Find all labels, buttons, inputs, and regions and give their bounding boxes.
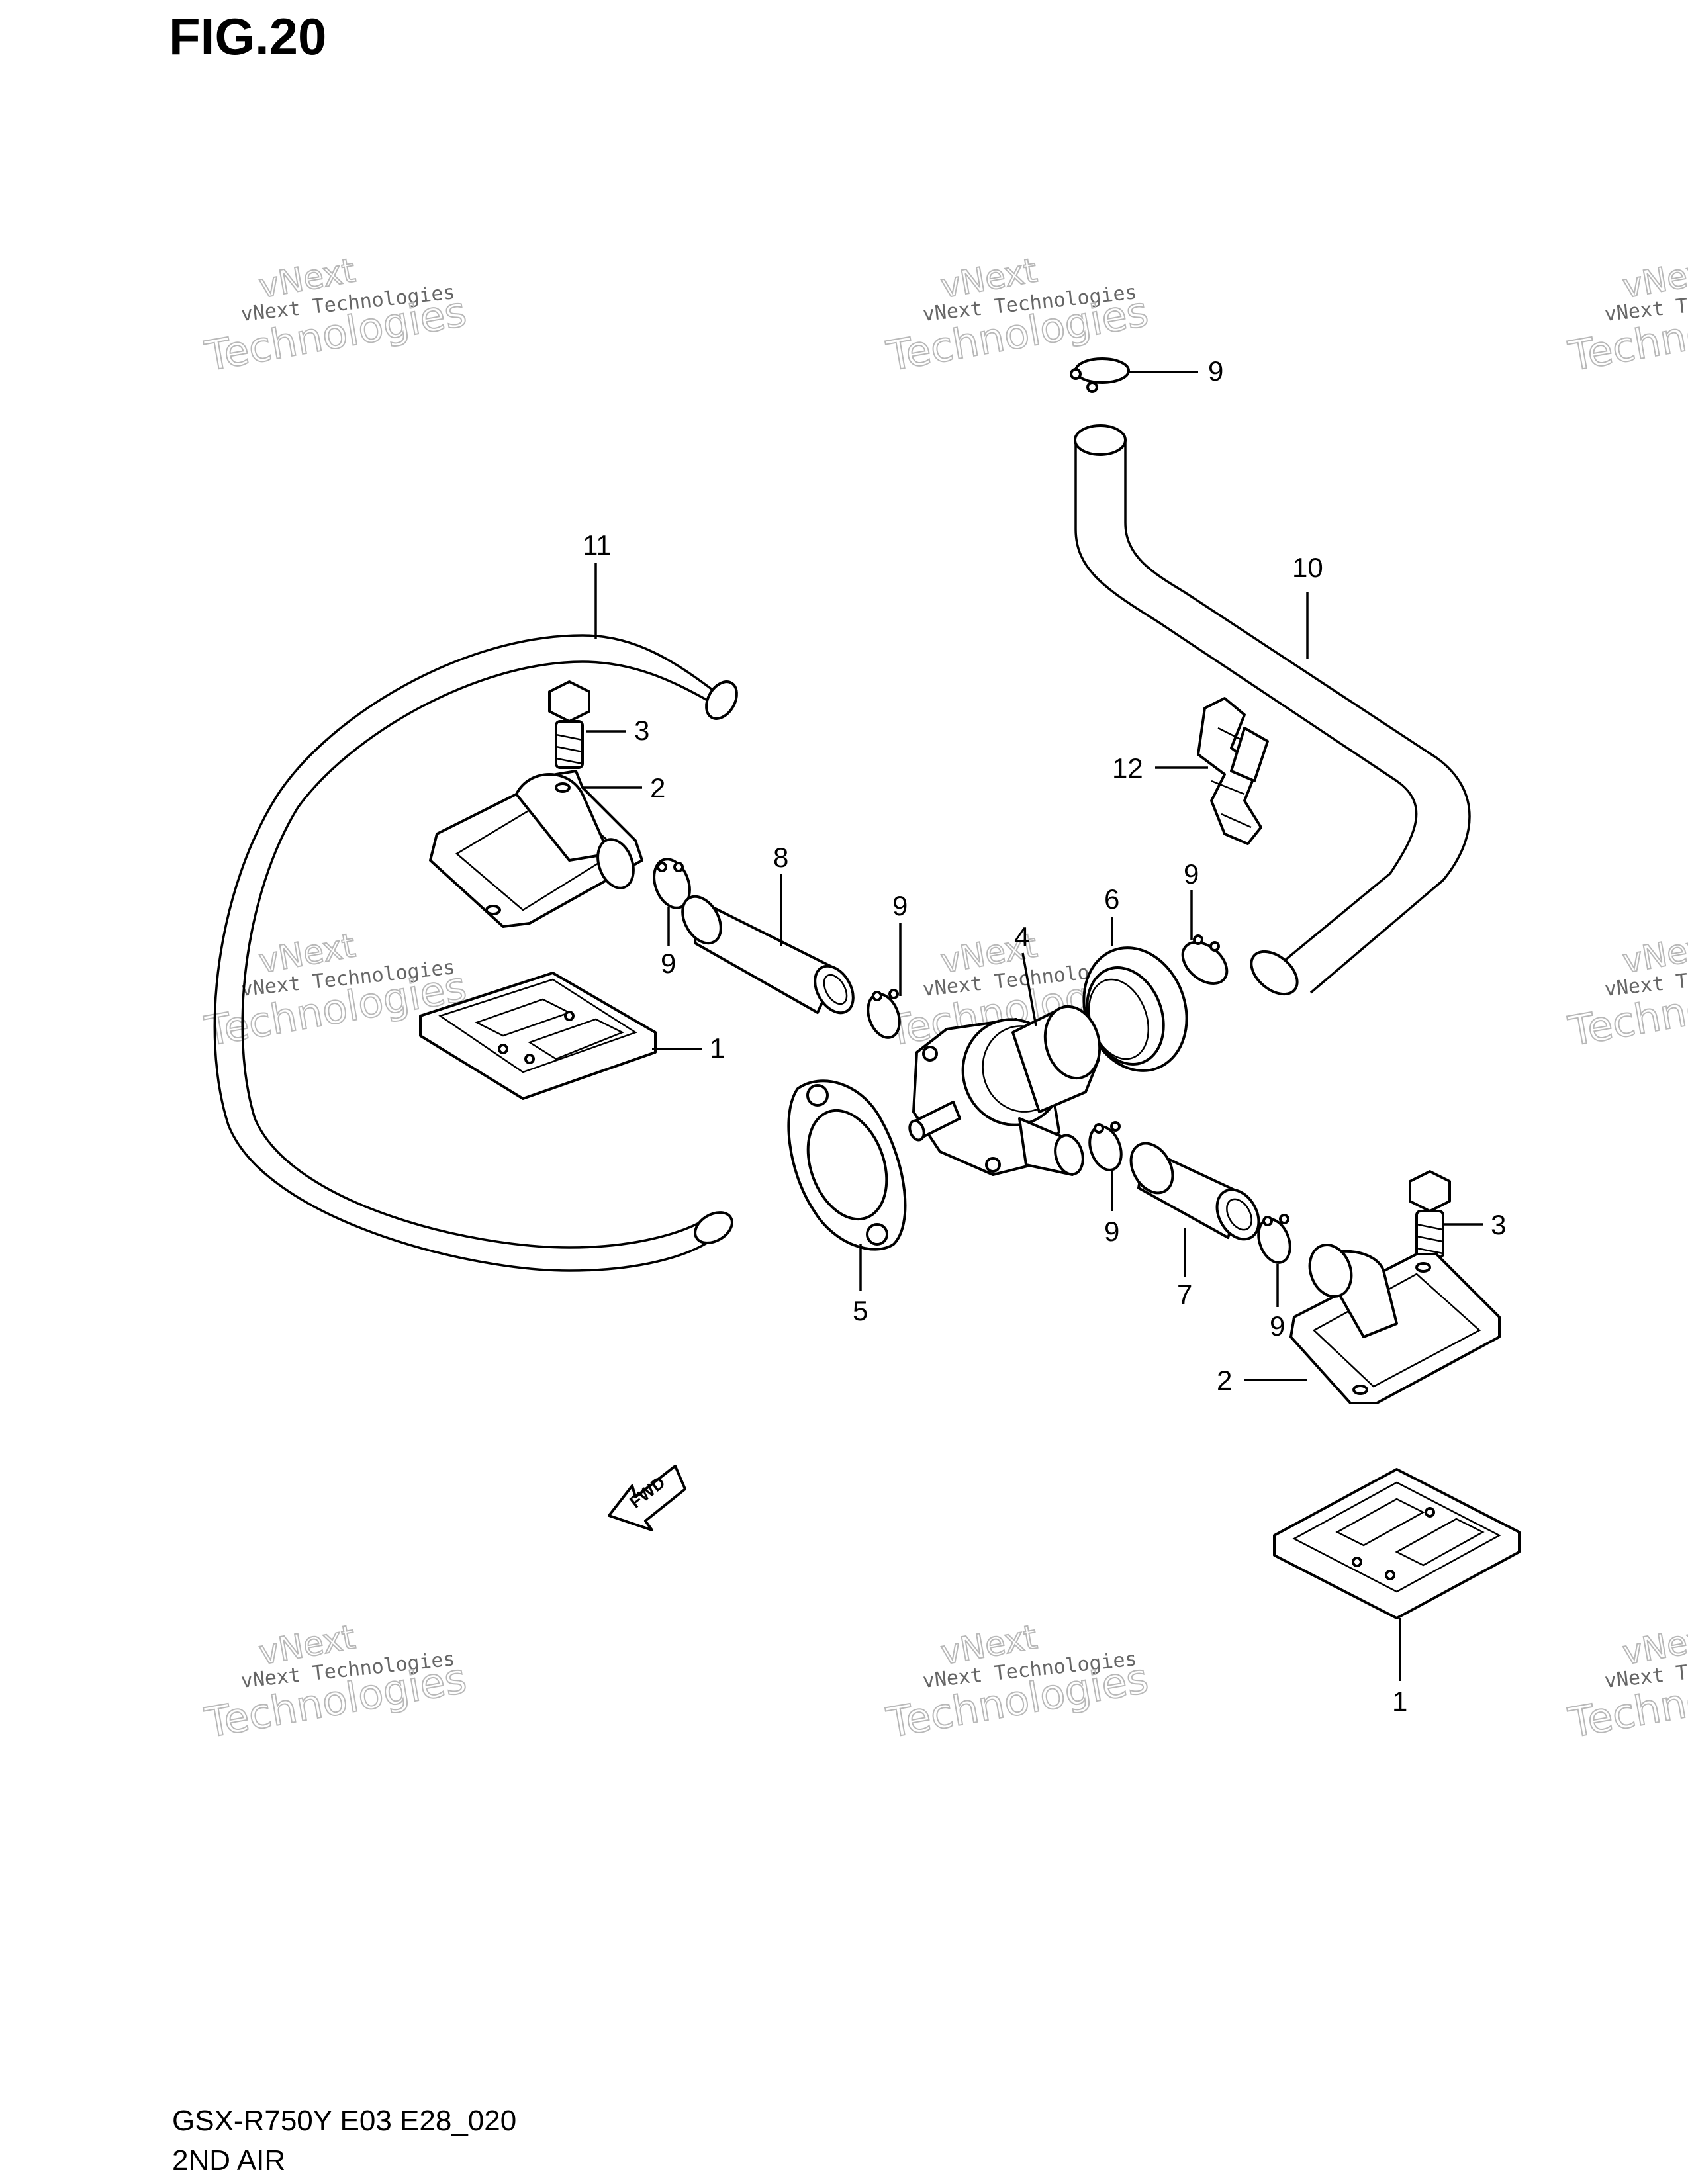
watermark-top-center: vNext vNext Technologies Technologies (882, 250, 1152, 381)
callout-2: 2 (1217, 1365, 1232, 1396)
part-9-clip-top (1070, 357, 1130, 393)
callout-5: 5 (853, 1295, 868, 1326)
watermark-bottom-left: vNext vNext Technologies Technologies (201, 1617, 471, 1748)
callout-12: 12 (1112, 752, 1143, 784)
callout-9: 9 (1270, 1310, 1285, 1342)
part-9-clip-right (1181, 934, 1229, 985)
part-3-bolt-right (1409, 1170, 1451, 1259)
callout-10: 10 (1292, 552, 1323, 583)
section-name: 2ND AIR (172, 2144, 286, 2177)
part-6-grommet (1082, 946, 1188, 1072)
leader-lines (583, 371, 1483, 1681)
callout-9: 9 (1104, 1216, 1119, 1247)
watermark-bottom-right: vNext vNext Technologies Technologies (1564, 1617, 1688, 1748)
callout-11: 11 (583, 529, 612, 561)
callout-8: 8 (773, 842, 788, 873)
callout-6: 6 (1104, 884, 1119, 915)
callout-labels: 11 10 9 3 2 12 8 9 9 9 6 4 1 5 9 7 3 9 2… (583, 355, 1506, 1717)
callout-4: 4 (1014, 921, 1029, 952)
figure-title: FIG.20 (169, 7, 327, 66)
part-4-valve-assembly (908, 1005, 1102, 1176)
callout-1: 1 (1392, 1686, 1407, 1717)
callout-9: 9 (661, 948, 676, 979)
callout-2: 2 (650, 772, 665, 803)
callout-3: 3 (634, 715, 649, 746)
part-7-hose-short (1129, 1142, 1260, 1241)
callout-1: 1 (710, 1032, 725, 1064)
part-5-gasket (787, 1079, 907, 1251)
callout-9: 9 (892, 890, 908, 921)
callout-9: 9 (1184, 858, 1199, 889)
part-3-bolt-left (548, 680, 590, 769)
part-9-clip-left (653, 858, 691, 909)
fwd-arrow: FWD (608, 1465, 686, 1531)
watermark-mid-right: vNext vNext Technologies Technologies (1564, 925, 1688, 1056)
watermark-bottom-center: vNext vNext Technologies Technologies (882, 1617, 1152, 1748)
callout-3: 3 (1491, 1209, 1506, 1240)
watermark-top-right: vNext vNext Technologies Technologies (1564, 250, 1688, 381)
part-9-clip-right-lower (1257, 1214, 1291, 1264)
part-1-reed-right (1273, 1468, 1521, 1619)
watermark-top-left: vNext vNext Technologies Technologies (201, 250, 471, 381)
part-8-hose-short (681, 895, 855, 1015)
model-code: GSX-R750Y E03 E28_020 (172, 2105, 517, 2137)
part-12-clamp (1197, 697, 1269, 845)
part-2-cover-left (429, 770, 643, 928)
callout-7: 7 (1177, 1279, 1192, 1310)
callout-9: 9 (1208, 355, 1223, 387)
part-10-hose (1074, 424, 1471, 996)
part-2-cover-right (1289, 1244, 1501, 1404)
part-1-reed-left (419, 972, 657, 1100)
part-9-clip-center (867, 989, 901, 1039)
part-11-hose-loop (213, 634, 738, 1272)
part-9-clip-lower (1088, 1121, 1123, 1171)
